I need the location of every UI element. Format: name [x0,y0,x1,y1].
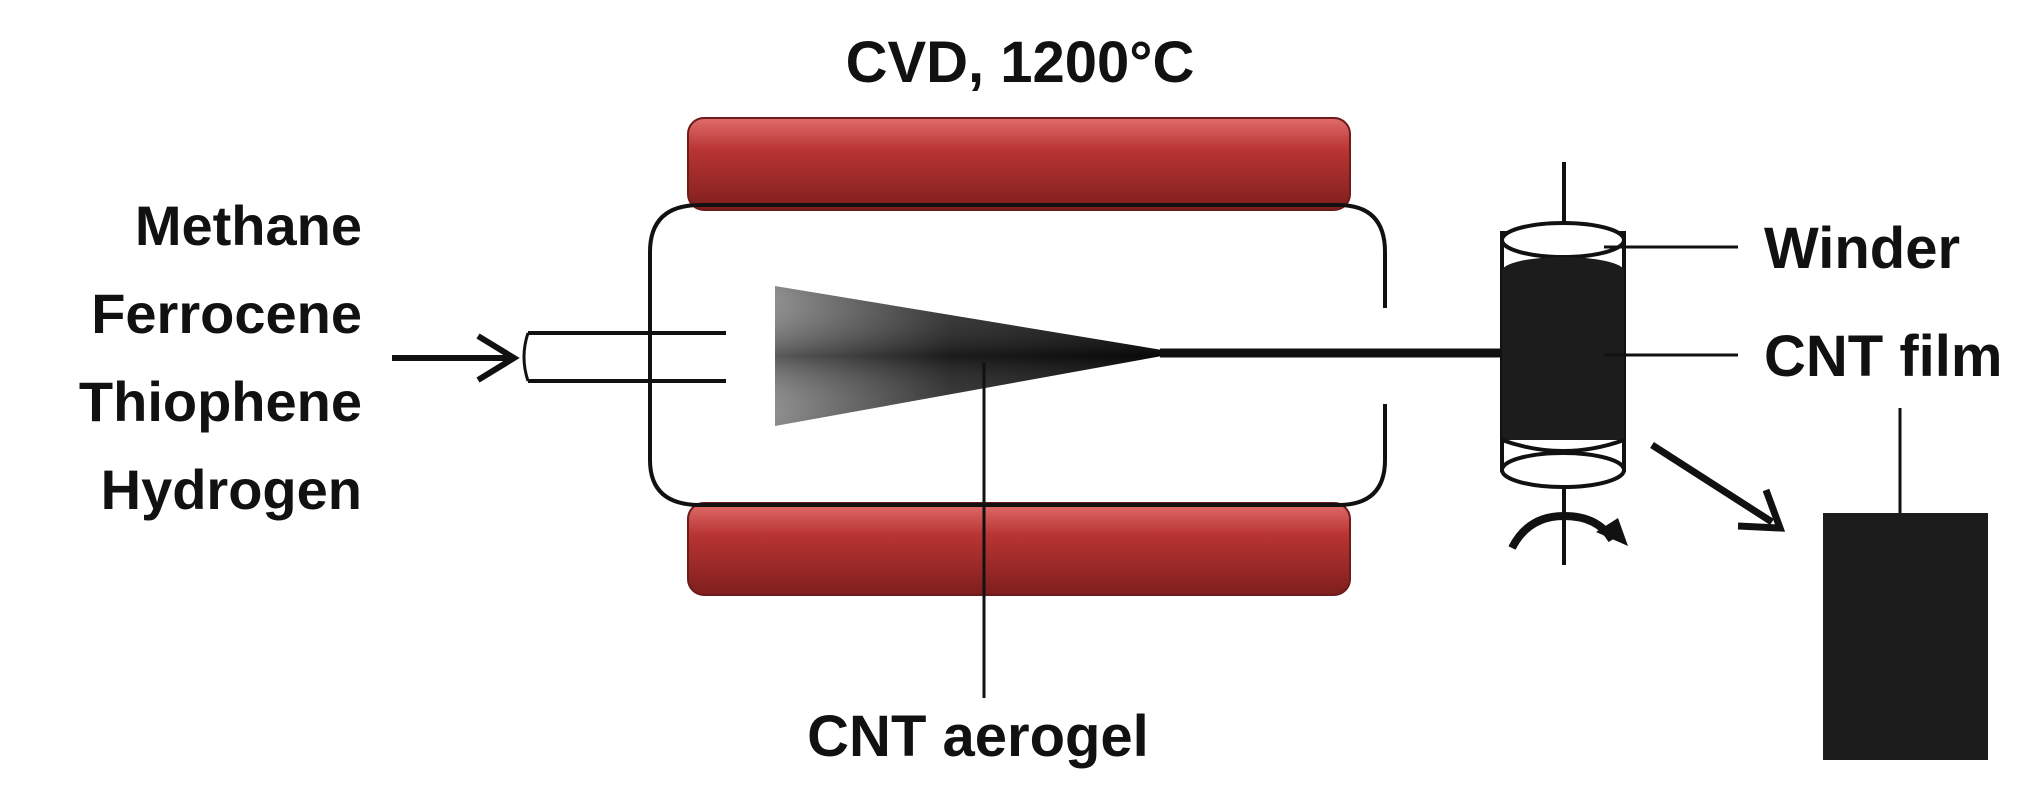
winder-film-top-edge [1502,257,1624,285]
rotation-arrow-icon [1508,511,1628,550]
cnt-aerogel [775,286,1162,426]
heater-bottom [687,502,1351,596]
input-label-hydrogen: Hydrogen [101,458,362,521]
arrow-down-right-icon [1650,442,1786,532]
film-label: CNT film [1764,324,2002,389]
aerogel-label: CNT aerogel [807,704,1149,769]
winder-label: Winder [1764,216,1960,281]
furnace-title: CVD, 1200°C [846,30,1195,95]
input-label-methane: Methane [135,194,362,257]
winder-top-cap [1500,221,1626,259]
cnt-film-sheet [1823,513,1988,760]
input-label-ferrocene: Ferrocene [91,282,362,345]
input-label-thiophene: Thiophene [79,370,362,433]
winder [1500,162,1626,565]
arrow-right-icon [392,333,520,383]
cnt-film-on-winder [1502,268,1624,440]
inlet-tube [522,331,726,383]
heater-top [687,117,1351,211]
reactor-tube [648,203,1387,507]
winder-bottom-cap [1500,451,1626,489]
